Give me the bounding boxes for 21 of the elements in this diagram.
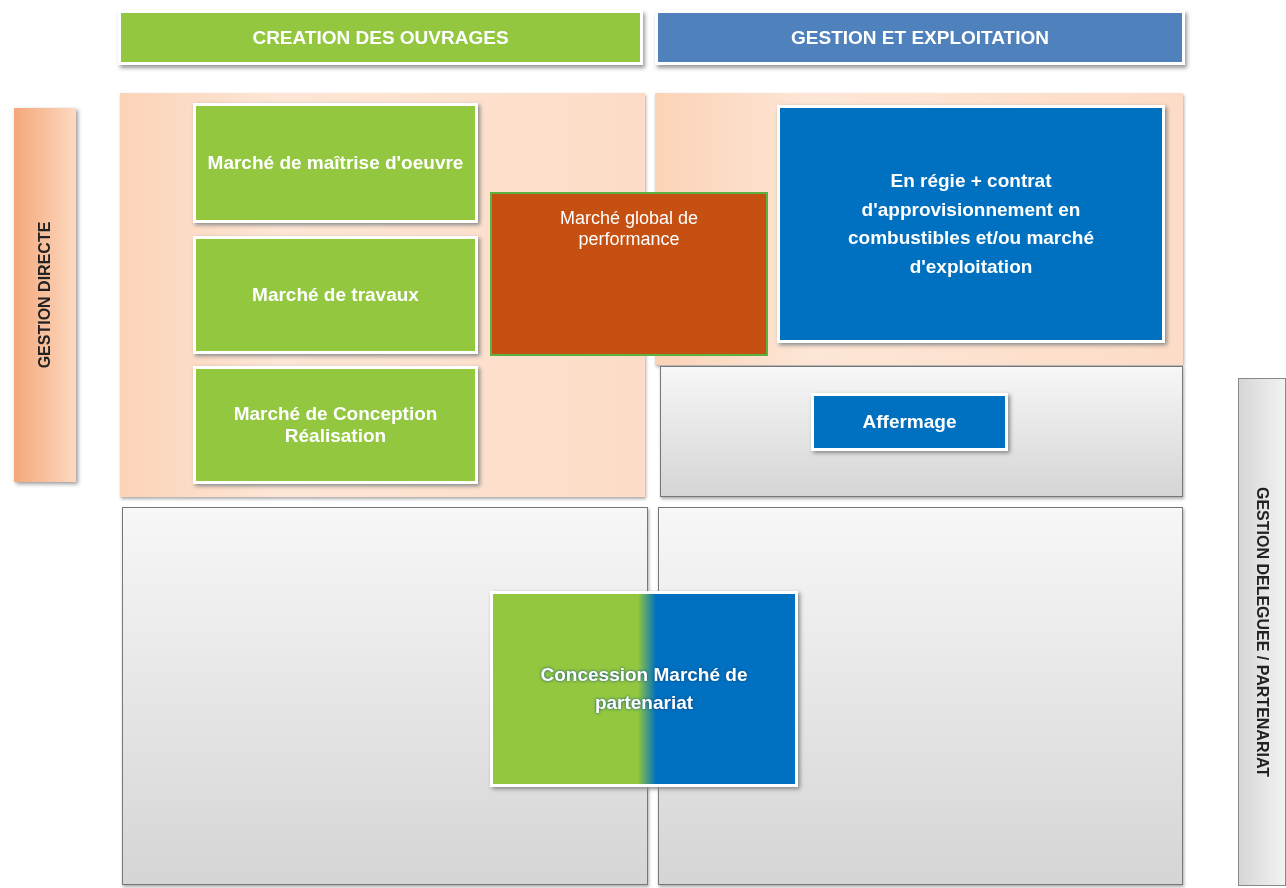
box-label: Affermage xyxy=(862,409,957,434)
box-label: Marché de travaux xyxy=(252,284,419,306)
box-label: Marché global de performance xyxy=(558,208,700,250)
contract-box xyxy=(193,236,478,354)
box-label: Marché de Conception Réalisation xyxy=(232,403,439,447)
box-label: En régie + contrat d'approvisionnement en combustibles et/ou marché d'exploitation xyxy=(847,169,1095,279)
contract-box xyxy=(811,393,1008,451)
contract-box xyxy=(490,192,768,356)
box-label: CREATION DES OUVRAGES xyxy=(252,26,509,49)
column-header xyxy=(118,10,643,65)
row-header xyxy=(14,108,76,482)
box-label: GESTION DELEGUEE / PARTENARIAT xyxy=(1253,486,1271,778)
contract-box xyxy=(777,105,1165,343)
box-label: GESTION ET EXPLOITATION xyxy=(791,26,1049,49)
contract-box xyxy=(490,591,798,787)
box-label: Marché de maîtrise d'oeuvre xyxy=(207,152,464,174)
column-header xyxy=(655,10,1185,65)
box-label: GESTION DIRECTE xyxy=(36,221,54,369)
contract-box xyxy=(193,366,478,484)
row-header xyxy=(1238,378,1286,886)
contract-box xyxy=(193,103,478,223)
